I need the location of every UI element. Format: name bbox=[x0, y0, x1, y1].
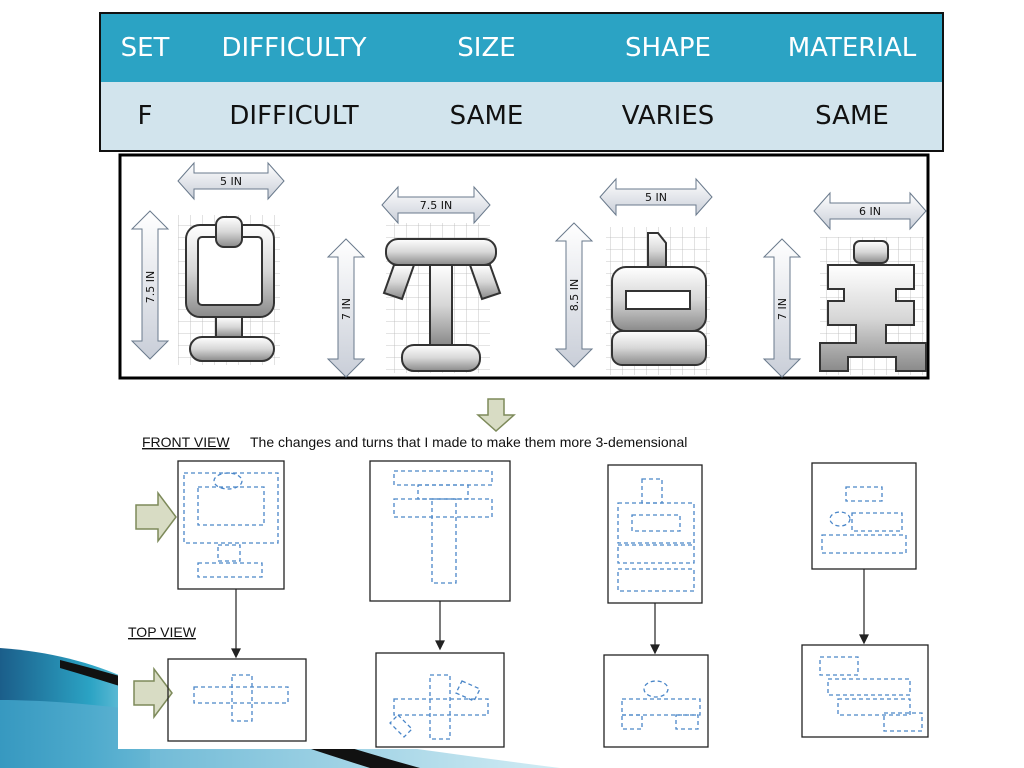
header-set: SET bbox=[100, 13, 189, 82]
figure-3-height-label: 8.5 IN bbox=[568, 279, 581, 311]
front-view-label: FRONT VIEW bbox=[142, 434, 230, 450]
cell-size: SAME bbox=[399, 82, 574, 151]
front-view-drawings bbox=[177, 460, 917, 604]
figure-1: 5 IN 7.5 IN bbox=[130, 161, 285, 365]
header-size: SIZE bbox=[399, 13, 574, 82]
figure-3: 5 IN 8.5 IN bbox=[554, 177, 713, 375]
figure-2: 7.5 IN 7 IN bbox=[326, 185, 502, 378]
right-arrow-icon bbox=[135, 490, 177, 544]
top-view-drawings bbox=[167, 644, 929, 748]
header-shape: SHAPE bbox=[574, 13, 762, 82]
figure-2-height-label: 7 IN bbox=[340, 298, 353, 320]
down-arrow-icon bbox=[476, 398, 516, 433]
spec-table: SET DIFFICULTY SIZE SHAPE MATERIAL F DIF… bbox=[99, 12, 944, 152]
height-arrow-icon bbox=[762, 238, 802, 378]
cell-shape: VARIES bbox=[574, 82, 762, 151]
figure-4-height-label: 7 IN bbox=[776, 298, 789, 320]
figure-area: 5 IN 7.5 IN 7.5 IN 7 IN 5 IN bbox=[118, 153, 930, 749]
figure-drawing: 5 IN 7.5 IN 7.5 IN 7 IN 5 IN bbox=[118, 153, 930, 748]
cell-difficulty: DIFFICULT bbox=[189, 82, 399, 151]
top-view-label: TOP VIEW bbox=[128, 624, 197, 640]
figure-2-width-label: 7.5 IN bbox=[420, 199, 452, 212]
view-connectors bbox=[231, 569, 869, 659]
header-material: MATERIAL bbox=[762, 13, 943, 82]
table-row: F DIFFICULT SAME VARIES SAME bbox=[100, 82, 943, 151]
width-arrow-icon bbox=[381, 185, 491, 225]
figure-1-height-label: 7.5 IN bbox=[144, 271, 157, 303]
height-arrow-icon bbox=[130, 210, 170, 360]
width-arrow-icon bbox=[177, 161, 285, 201]
figure-1-width-label: 5 IN bbox=[220, 175, 242, 188]
height-arrow-icon bbox=[326, 238, 366, 378]
height-arrow-icon bbox=[554, 222, 594, 368]
cell-material: SAME bbox=[762, 82, 943, 151]
table-header-row: SET DIFFICULTY SIZE SHAPE MATERIAL bbox=[100, 13, 943, 82]
header-difficulty: DIFFICULTY bbox=[189, 13, 399, 82]
figure-3-width-label: 5 IN bbox=[645, 191, 667, 204]
right-arrow-icon bbox=[133, 666, 173, 720]
figure-4: 6 IN 7 IN bbox=[762, 191, 927, 378]
front-view-description: The changes and turns that I made to mak… bbox=[250, 434, 687, 450]
width-arrow-icon bbox=[813, 191, 927, 231]
width-arrow-icon bbox=[599, 177, 713, 217]
figure-4-width-label: 6 IN bbox=[859, 205, 881, 218]
cell-set: F bbox=[100, 82, 189, 151]
